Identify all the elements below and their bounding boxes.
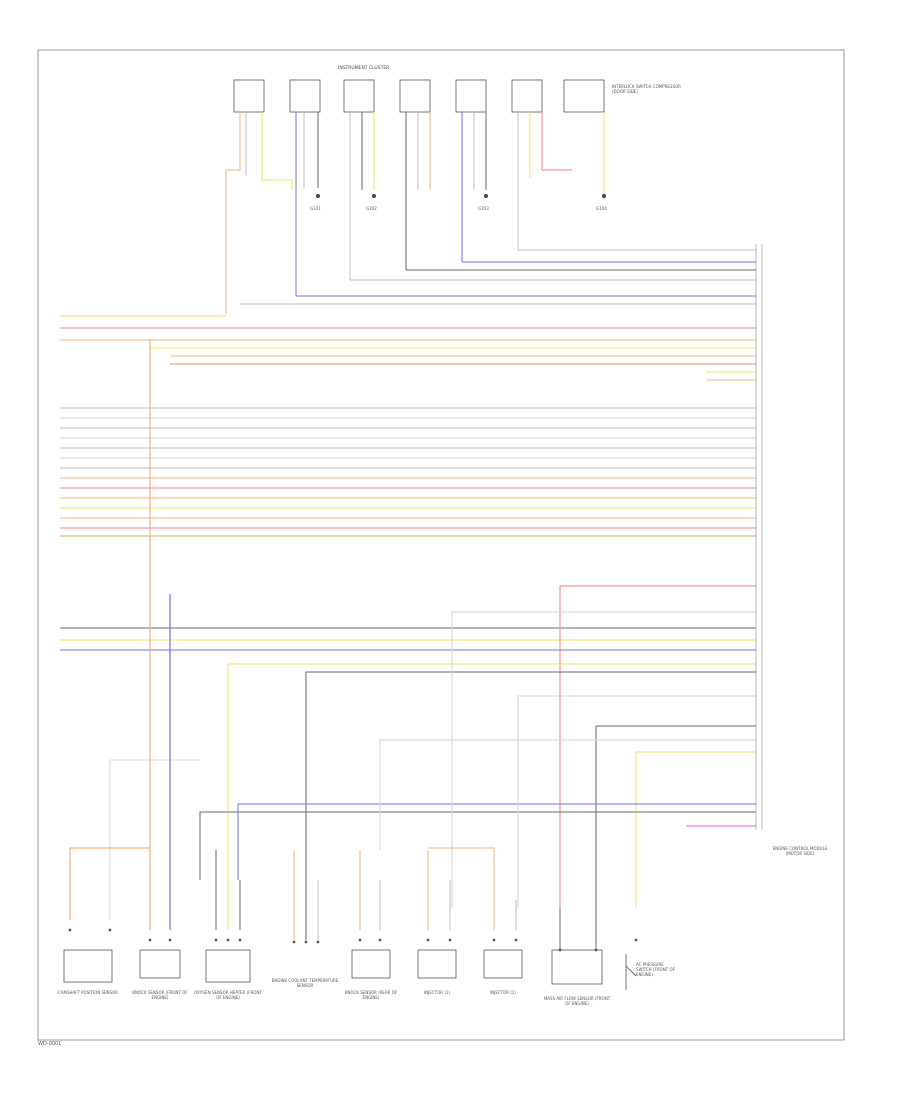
- ground-label-g104: G104: [596, 206, 607, 211]
- sensor-section-wires: [60, 585, 756, 920]
- diagram-footer: WD-0001: [38, 1041, 62, 1047]
- ground-label-g103: G103: [478, 206, 489, 211]
- top-ground-dots: [316, 194, 606, 198]
- component-label: INJECTOR (1): [424, 990, 450, 995]
- component-label: AC PRESSURE SWITCH (FRONT OF ENGINE): [636, 962, 675, 977]
- component-label: KNOCK SENSOR (FRONT OF ENGINE): [132, 990, 188, 1000]
- component-label: OXYGEN SENSOR HEATER (FRONT OF ENGINE): [194, 990, 262, 1000]
- ground-label-g102: G102: [366, 206, 377, 211]
- component-label: KNOCK SENSOR (REAR OF ENGINE): [344, 990, 398, 1000]
- top-drop-wires: [225, 112, 605, 314]
- pin-markers: [68, 928, 638, 952]
- upper-block-wires: [240, 249, 756, 305]
- component-label: INJECTOR (2): [490, 990, 516, 995]
- module-connector: [755, 244, 763, 830]
- data-bus-wires: [60, 407, 756, 537]
- diagram-frame: [37, 49, 845, 1041]
- component-stub-wires: [215, 847, 597, 950]
- ground-label-g101: G101: [310, 206, 321, 211]
- bottom-components: [63, 949, 603, 985]
- top-connector-title: INSTRUMENT CLUSTER: [338, 66, 390, 71]
- ac-switch-symbol: [625, 954, 637, 990]
- module-label: ENGINE CONTROL MODULE (MOTOR SIDE): [772, 846, 828, 856]
- power-rail-wires: [60, 315, 756, 381]
- component-label: CAMSHAFT POSITION SENSOR: [57, 990, 119, 995]
- left-trunk-wires: [69, 340, 171, 930]
- top-relay-row: [233, 79, 605, 113]
- component-label: ENGINE COOLANT TEMPERATURE SENSOR: [271, 978, 339, 988]
- component-label: MASS AIR FLOW SENSOR (FRONT OF ENGINE): [543, 996, 611, 1006]
- interlock-label: INTERLOCK SWITCH COMPRESSOR (DOOR SIDE): [612, 84, 681, 94]
